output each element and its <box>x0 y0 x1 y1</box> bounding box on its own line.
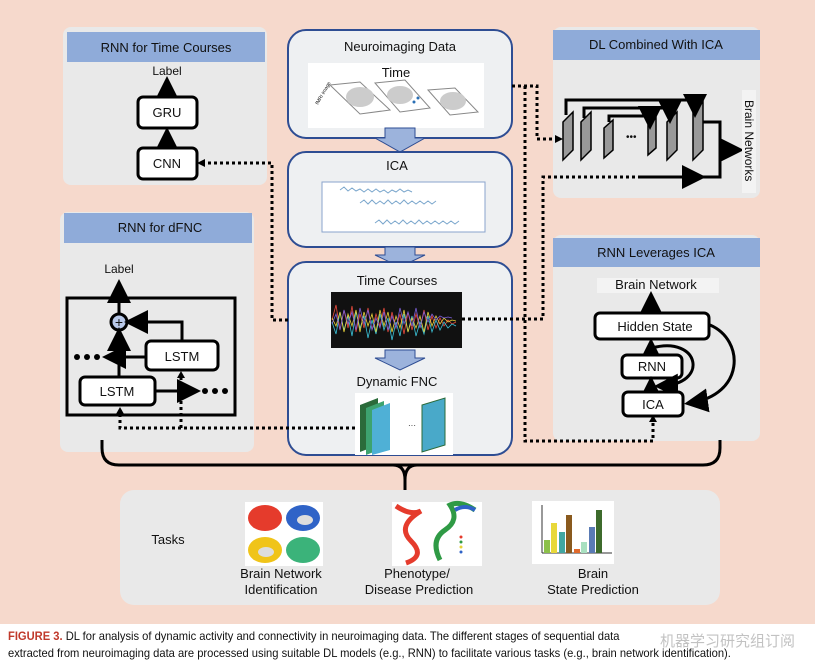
label-text: Label <box>104 262 133 276</box>
brain-network-label: Brain Network <box>615 277 697 292</box>
tasks-label: Tasks <box>151 532 185 547</box>
flow-arrow-icon <box>373 127 427 153</box>
watermark: 机器学习研究组订阅 <box>660 632 796 650</box>
task-title: Disease Prediction <box>365 582 473 597</box>
time-courses-image <box>331 292 462 348</box>
fmri-volumes-image <box>328 79 480 116</box>
task-title: Brain Network <box>240 566 322 581</box>
box-neuroimaging-data: Neuroimaging Data Time fMRI image <box>287 29 513 139</box>
panel-rnn-time-courses: RNN for Time Courses Label GRU CNN <box>63 27 267 185</box>
box-title: Time Courses <box>357 273 438 288</box>
panel-tasks: Tasks Brain Network Identification Pheno… <box>120 490 720 605</box>
rnn-label: RNN <box>638 359 666 374</box>
ica-timecourse-image <box>339 186 460 225</box>
brain-networks-label: Brain Networks <box>742 100 756 181</box>
time-label: Time <box>382 65 410 80</box>
lstm-top-label: LSTM <box>165 349 200 364</box>
gru-label: GRU <box>153 105 182 120</box>
box-title: ICA <box>386 158 408 173</box>
task-title: State Prediction <box>547 582 639 597</box>
box-time-courses: Time Courses Dynamic FNC ··· <box>287 261 513 456</box>
figure-caption: FIGURE 3. DL for analysis of dynamic act… <box>8 628 752 662</box>
panel-title: DL Combined With ICA <box>589 37 723 52</box>
panel-title: RNN for dFNC <box>118 220 203 235</box>
dotted-connectors <box>118 84 655 443</box>
caption-line: extracted from neuroimaging data are pro… <box>8 646 731 660</box>
flow-arrow-icon <box>374 349 426 371</box>
panel-title: RNN for Time Courses <box>101 40 232 55</box>
cnn-box <box>136 146 199 181</box>
hidden-state-label: Hidden State <box>617 319 692 334</box>
svg-text:+: + <box>115 314 123 330</box>
task-title: Phenotype/ <box>384 566 450 581</box>
panel-rnn-leverages-ica: RNN Leverages ICA Brain Network Hidden S… <box>553 235 760 441</box>
panel-title: RNN Leverages ICA <box>597 245 715 260</box>
cnn-label: CNN <box>153 156 181 171</box>
lstm-bottom-label: LSTM <box>100 384 135 399</box>
panel-rnn-dfnc: RNN for dFNC Label + LSTM LSTM <box>60 212 254 452</box>
box-ica: ICA <box>287 151 513 248</box>
svg-text:•••: ••• <box>626 132 637 143</box>
phenotype-embedding-image <box>392 500 482 566</box>
ica-label: ICA <box>642 397 664 412</box>
task-title: Brain <box>578 566 608 581</box>
task-title: Identification <box>245 582 318 597</box>
lstm-top-box <box>144 339 220 372</box>
label-text: Label <box>152 64 181 78</box>
dfnc-label: Dynamic FNC <box>357 374 438 389</box>
svg-text:···: ··· <box>408 421 416 430</box>
box-title: Neuroimaging Data <box>344 39 457 54</box>
caption-line: DL for analysis of dynamic activity and … <box>65 629 620 643</box>
panel-dl-combined-ica: DL Combined With ICA ••• Brain Networks <box>553 27 760 198</box>
brain-network-image <box>245 502 323 566</box>
brain-state-bar-chart-image <box>532 501 614 564</box>
figure-number: FIGURE 3. <box>8 629 63 643</box>
